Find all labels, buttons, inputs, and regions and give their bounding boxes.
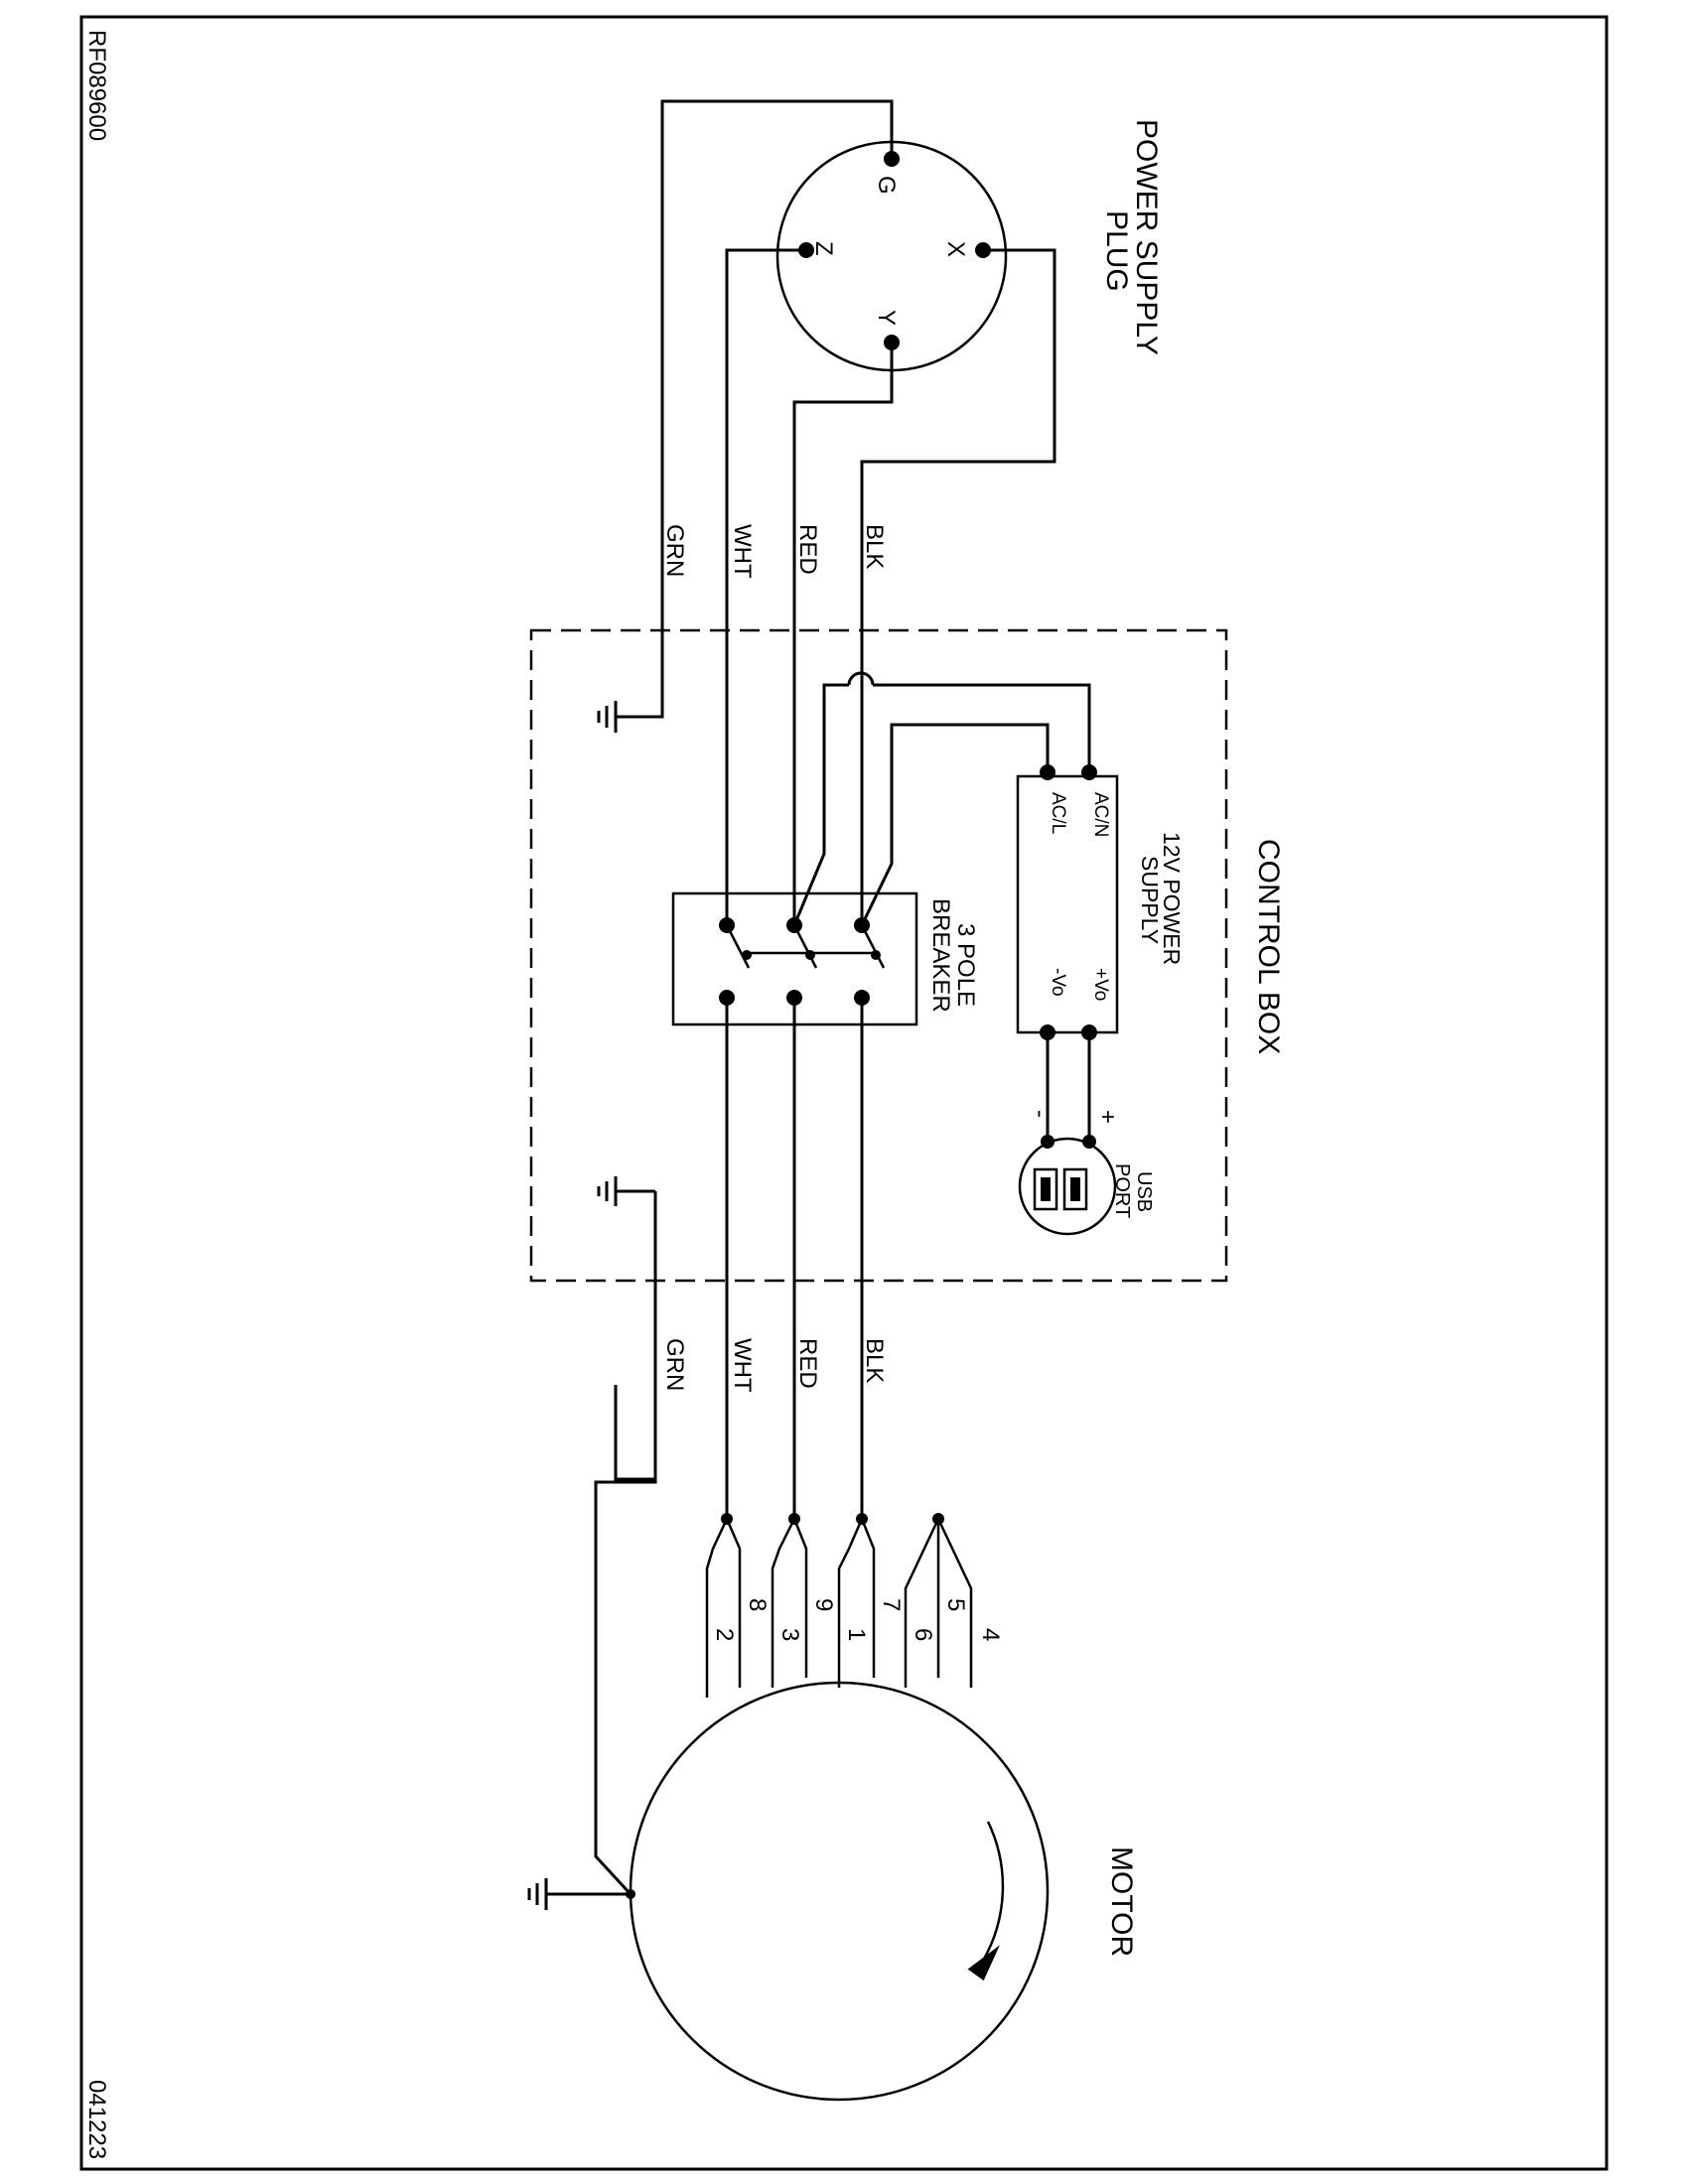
- lead-label-1: 1: [843, 1628, 870, 1641]
- power-supply-plug: G X Y Z POWER SUPPLY PLUG: [775, 119, 1163, 372]
- 12v-power-supply: 12V POWER SUPPLY AC/N AC/L +Vo -Vo: [1016, 764, 1185, 1040]
- psu-acn-label: AC/N: [1090, 792, 1111, 837]
- usb-label-1: USB: [1133, 1171, 1155, 1212]
- breaker-label-2: BREAKER: [927, 898, 954, 1013]
- control-box-title: CONTROL BOX: [1252, 839, 1285, 1054]
- wire-label-red-lower: RED: [794, 1338, 821, 1389]
- rotation-arrowhead: [967, 1945, 1000, 1981]
- lead-label-5: 5: [942, 1598, 969, 1611]
- usb-minus-label: -: [1027, 1110, 1054, 1118]
- control-box-outline: [529, 628, 1228, 1283]
- breaker-label-1: 3 POLE: [952, 923, 979, 1007]
- psu-feed-wires: [792, 671, 1091, 926]
- lead-label-2: 2: [711, 1628, 738, 1641]
- pin-y-label: Y: [873, 310, 900, 326]
- motor-wires: [594, 998, 944, 1896]
- usb-feed-wires: + -: [1027, 1032, 1121, 1137]
- page-border: [79, 15, 1609, 2171]
- usb-plus-label: +: [1094, 1110, 1121, 1124]
- ground-symbol-lower: [597, 1176, 657, 1481]
- ground-symbol-motor: [527, 1878, 635, 1910]
- usb-label-2: PORT: [1111, 1163, 1133, 1218]
- wire-label-blk-upper: BLK: [861, 524, 888, 569]
- rotation-arrow: [981, 1821, 1005, 1962]
- wire-label-red-upper: RED: [794, 524, 821, 575]
- lead-label-3: 3: [776, 1628, 803, 1641]
- three-pole-breaker: 3 POLE BREAKER: [671, 891, 979, 1026]
- ground-symbol-upper: [597, 701, 618, 733]
- motor-title: MOTOR: [1105, 1846, 1138, 1957]
- lead-label-4: 4: [977, 1628, 1004, 1641]
- psu-label-2: SUPPLY: [1137, 856, 1163, 944]
- drawing-date: 041223: [83, 2080, 110, 2159]
- psu-acl-label: AC/L: [1048, 792, 1068, 834]
- motor-leads: [705, 1518, 973, 1698]
- plug-title-1: POWER SUPPLY: [1130, 119, 1163, 355]
- wire-label-grn-upper: GRN: [661, 524, 688, 577]
- drawing-code: RF089600: [83, 30, 110, 141]
- wire-label-grn-lower: GRN: [661, 1338, 688, 1391]
- lead-label-7: 7: [878, 1598, 905, 1611]
- usb-port-outline: [1018, 1137, 1117, 1236]
- plug-title-2: PLUG: [1100, 210, 1133, 292]
- psu-label-1: 12V POWER: [1159, 832, 1185, 965]
- lead-label-9: 9: [810, 1598, 837, 1611]
- motor-outline: [629, 1681, 1050, 2102]
- wire-label-wht-upper: WHT: [729, 524, 756, 579]
- wire-label-blk-lower: BLK: [861, 1338, 888, 1383]
- wire-label-wht-lower: WHT: [729, 1338, 756, 1393]
- motor: MOTOR: [629, 1681, 1138, 2102]
- psu-vplus-label: +Vo: [1090, 968, 1111, 1001]
- pin-g-label: G: [873, 176, 900, 195]
- psu-outline: [1016, 774, 1119, 1034]
- usb-port: USB PORT: [1018, 1135, 1155, 1236]
- pin-z-label: Z: [810, 241, 837, 256]
- lead-label-8: 8: [744, 1598, 771, 1611]
- supply-wires: [616, 99, 1056, 925]
- pin-x-label: X: [942, 241, 969, 257]
- psu-vminus-label: -Vo: [1048, 968, 1068, 997]
- lead-label-6: 6: [910, 1628, 936, 1641]
